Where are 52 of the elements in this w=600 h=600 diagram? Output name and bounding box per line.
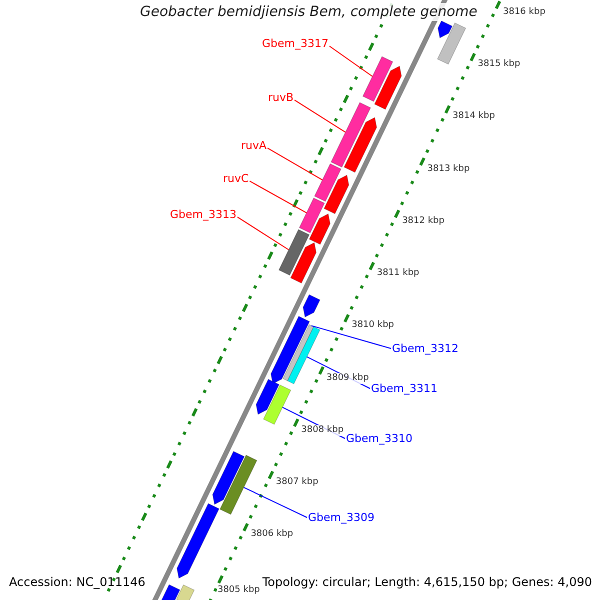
gene-label: Gbem_3309 <box>308 511 374 524</box>
scale-label: 3807 kbp <box>276 476 318 488</box>
gene-label: Gbem_3313 <box>170 208 236 221</box>
gene-label: Gbem_3317 <box>262 37 328 50</box>
leader-line <box>267 148 323 180</box>
gene-feature <box>302 294 320 318</box>
accession-text: Accession: NC_011146 <box>9 574 146 590</box>
gene-feature <box>344 117 377 173</box>
gene-feature <box>308 213 330 245</box>
leader-line <box>243 486 308 518</box>
gene-box <box>176 584 195 600</box>
gene-box <box>298 198 325 234</box>
gene-box <box>278 229 310 276</box>
leader-line <box>294 100 346 133</box>
scale-label: 3816 kbp <box>503 6 546 18</box>
gene-box <box>314 163 342 202</box>
gene-feature <box>324 174 350 214</box>
gene-label: ruvA <box>241 139 267 152</box>
gene-box <box>330 102 371 168</box>
gene-feature <box>270 316 310 384</box>
scale-label: 3808 kbp <box>301 424 344 436</box>
leader-line <box>328 46 373 77</box>
gene-feature <box>374 66 402 110</box>
gene-label: Gbem_3312 <box>392 342 458 355</box>
gene-label: ruvB <box>268 91 294 104</box>
gene-box <box>287 326 320 384</box>
gene-label: ruvC <box>223 172 249 185</box>
scale-label: 3806 kbp <box>250 529 294 540</box>
scale-label: 3805 kbp <box>217 585 260 596</box>
gene-box <box>362 56 394 102</box>
diagram-title: Geobacter bemidjiensis Bem, complete genome <box>138 3 480 21</box>
genome-info-text: Topology: circular; Length: 4,615,150 bp; Genes: 4,090 <box>262 574 592 590</box>
scale-label: 3812 kbp <box>402 216 444 227</box>
gene-feature <box>438 20 453 38</box>
leader-line <box>236 216 290 250</box>
gene-feature <box>176 503 220 579</box>
scale-label: 3810 kbp <box>352 320 394 332</box>
gene-label: Gbem_3311 <box>371 382 438 395</box>
gene-label: Gbem_3310 <box>346 432 412 445</box>
gene-box <box>437 22 466 65</box>
gene-feature <box>290 242 317 284</box>
scale-label: 3814 kbp <box>452 111 495 122</box>
scale-label: 3815 kbp <box>478 59 520 70</box>
scale-label: 3813 kbp <box>427 164 470 175</box>
gene-feature <box>212 450 245 505</box>
scale-label: 3811 kbp <box>376 268 420 280</box>
leader-line <box>249 180 307 214</box>
gene-feature <box>256 378 280 415</box>
leader-line <box>310 325 392 349</box>
scale-label: 3809 kbp <box>326 372 369 384</box>
gene-box <box>220 454 258 515</box>
gene-box <box>263 384 292 425</box>
